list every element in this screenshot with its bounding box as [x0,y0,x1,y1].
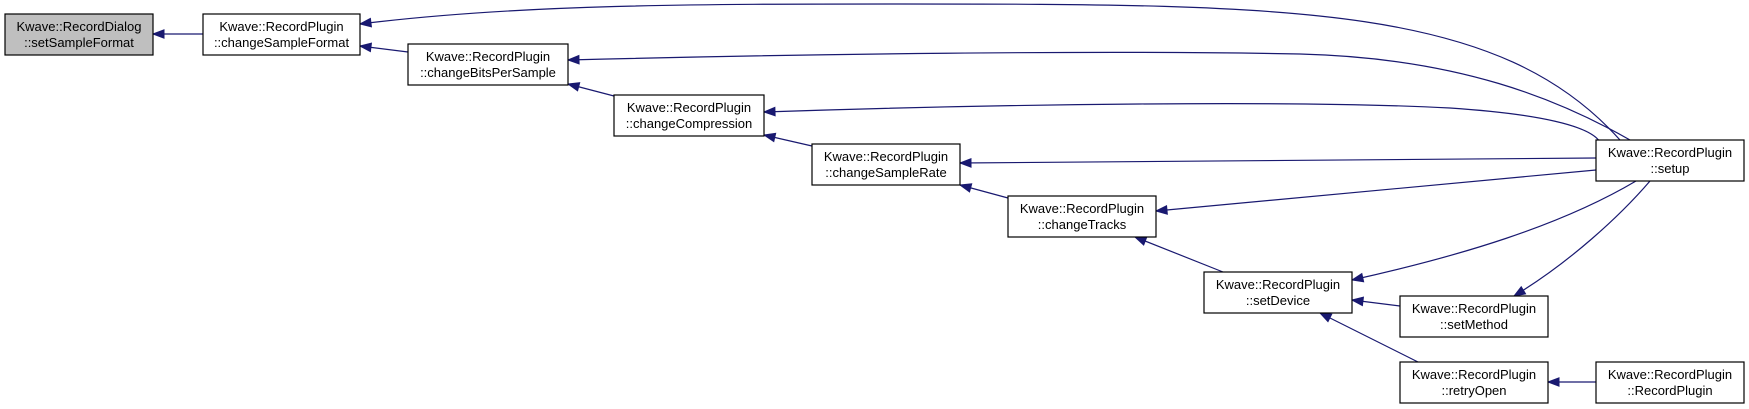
edge-rp_changeBitsPerSample-to-rp_changeSampleFormat [358,42,409,53]
edge-line [1155,169,1597,212]
node-class-label: Kwave::RecordPlugin [1608,367,1732,382]
node-box[interactable] [1399,361,1549,404]
edge-line [1513,180,1651,297]
node-box[interactable] [407,43,569,86]
node-class-label: Kwave::RecordPlugin [219,19,343,34]
node-rp-setmethod[interactable]: Kwave::RecordPlugin::setMethod [1399,295,1549,338]
edge-rp_setup-to-rp_changeBitsPerSample [566,51,1631,141]
node-box[interactable] [202,13,361,56]
edge-rp_setMethod-to-rp_setDevice [1350,296,1401,307]
node-class-label: Kwave::RecordPlugin [824,149,948,164]
node-class-label: Kwave::RecordDialog [16,19,141,34]
edge-line [359,3,1621,141]
edge-rp_changeTracks-to-rp_changeSampleRate [958,183,1009,199]
node-rp-changebitspersample[interactable]: Kwave::RecordPlugin::changeBitsPerSample [407,43,569,86]
node-class-label: Kwave::RecordPlugin [1412,367,1536,382]
call-graph-edges [151,3,1651,387]
arrowhead-icon [566,54,580,65]
edge-line [1134,236,1224,273]
edge-rp_changeCompression-to-rp_changeBitsPerSample [566,82,615,97]
edge-line [567,51,1631,141]
node-box[interactable] [1007,195,1157,238]
edge-rp_RecordPlugin-to-rp_retryOpen [1546,377,1596,387]
arrowhead-icon [958,183,973,193]
node-class-label: Kwave::RecordPlugin [627,100,751,115]
arrowhead-icon [358,17,373,28]
node-method-label: ::setup [1650,161,1689,176]
node-method-label: ::changeBitsPerSample [420,65,556,80]
node-class-label: Kwave::RecordPlugin [1216,277,1340,292]
arrowhead-icon [1350,296,1365,307]
edge-line [959,157,1597,164]
node-box[interactable] [4,13,154,56]
node-rp-changesamplerate[interactable]: Kwave::RecordPlugin::changeSampleRate [811,143,961,186]
edge-rp_setup-to-rp_setMethod [1512,180,1651,297]
node-rp-changecompression[interactable]: Kwave::RecordPlugin::changeCompression [613,94,765,137]
node-method-label: ::changeSampleRate [825,165,946,180]
node-rp-changesampleformat[interactable]: Kwave::RecordPlugin::changeSampleFormat [202,13,361,56]
edge-rp_changeSampleFormat-to-rd_setSampleFormat [151,29,203,39]
node-class-label: Kwave::RecordPlugin [1608,145,1732,160]
edge-rp_setup-to-rp_changeSampleFormat [358,3,1621,141]
edge-line [1351,180,1637,281]
edge-rp_setup-to-rp_changeCompression [762,103,1601,143]
node-box[interactable] [1595,361,1745,404]
node-rd-setsampleformat[interactable]: Kwave::RecordDialog::setSampleFormat [4,13,154,56]
node-class-label: Kwave::RecordPlugin [426,49,550,64]
node-class-label: Kwave::RecordPlugin [1412,301,1536,316]
arrowhead-icon [566,82,581,92]
arrowhead-icon [1133,236,1148,246]
node-method-label: ::RecordPlugin [1627,383,1712,398]
arrowhead-icon [1154,205,1168,215]
edge-rp_setDevice-to-rp_changeTracks [1133,236,1224,273]
arrowhead-icon [958,157,972,168]
arrowhead-icon [151,29,165,39]
edge-line [1319,312,1419,363]
edge-line [763,103,1601,143]
node-method-label: ::changeTracks [1038,217,1127,232]
node-method-label: ::setDevice [1246,293,1310,308]
node-box[interactable] [1399,295,1549,338]
arrowhead-icon [1318,312,1333,323]
arrowhead-icon [358,42,373,53]
arrowhead-icon [1546,377,1560,387]
node-method-label: ::setSampleFormat [24,35,134,50]
node-rp-recordplugin[interactable]: Kwave::RecordPlugin::RecordPlugin [1595,361,1745,404]
node-rp-setup[interactable]: Kwave::RecordPlugin::setup [1595,139,1745,182]
node-rp-changetracks[interactable]: Kwave::RecordPlugin::changeTracks [1007,195,1157,238]
edge-rp_setup-to-rp_changeSampleRate [958,157,1597,168]
node-method-label: ::changeSampleFormat [214,35,350,50]
node-method-label: ::setMethod [1440,317,1508,332]
node-box[interactable] [1595,139,1745,182]
edge-rp_setup-to-rp_setDevice [1350,180,1637,283]
arrowhead-icon [1512,285,1527,297]
arrowhead-icon [762,132,777,143]
node-rp-retryopen[interactable]: Kwave::RecordPlugin::retryOpen [1399,361,1549,404]
arrowhead-icon [1350,272,1365,283]
node-method-label: ::changeCompression [626,116,752,131]
call-graph-nodes: Kwave::RecordDialog::setSampleFormatKwav… [4,13,1745,404]
edge-rp_setup-to-rp_changeTracks [1154,169,1597,215]
arrowhead-icon [762,106,776,117]
node-box[interactable] [1203,271,1353,314]
node-box[interactable] [613,94,765,137]
node-box[interactable] [811,143,961,186]
edge-rp_changeSampleRate-to-rp_changeCompression [762,132,813,147]
node-rp-setdevice[interactable]: Kwave::RecordPlugin::setDevice [1203,271,1353,314]
node-method-label: ::retryOpen [1441,383,1506,398]
node-class-label: Kwave::RecordPlugin [1020,201,1144,216]
